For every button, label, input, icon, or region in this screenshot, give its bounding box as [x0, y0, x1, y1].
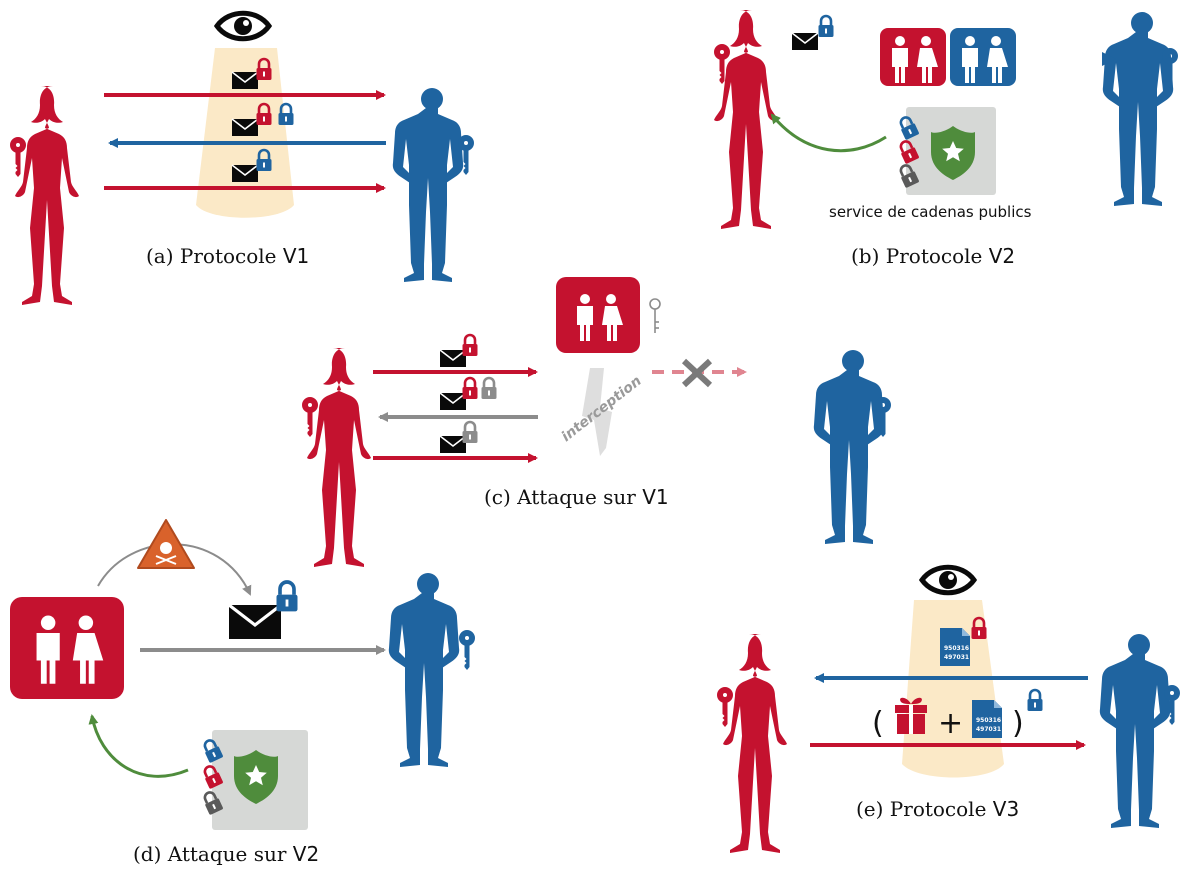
- bob-a: [392, 88, 464, 282]
- caption-d: (d) Attaque sur V2: [133, 842, 320, 866]
- envelope-icon: [231, 164, 259, 183]
- interception-bolt: [582, 368, 612, 456]
- restroom-sign-icon: [10, 597, 124, 699]
- padlock-icon: [1026, 688, 1044, 713]
- padlock-icon: [461, 376, 479, 401]
- panel-a: [10, 13, 474, 305]
- svg-text:497031: 497031: [976, 726, 1001, 733]
- key-icon: [10, 137, 26, 177]
- svg-text:+: +: [938, 706, 963, 741]
- padlock-icon: [274, 580, 300, 614]
- panel-e: 950316 497031 ( + 950316 497031 ): [717, 567, 1180, 853]
- eye-icon: [217, 13, 269, 39]
- panel-d: [10, 519, 475, 830]
- panel-b: [714, 10, 1178, 229]
- key-icon: [649, 298, 661, 333]
- envelope-icon: [227, 603, 283, 641]
- padlock-icon: [277, 102, 295, 127]
- padlock-icon: [480, 376, 498, 401]
- key-icon: [459, 630, 475, 670]
- envelope-icon: [791, 32, 819, 51]
- eye-icon: [922, 567, 974, 593]
- svg-text:(: (: [872, 706, 884, 741]
- man-silhouette: [813, 350, 885, 544]
- envelope-icon: [231, 71, 259, 90]
- man-silhouette: [392, 88, 464, 282]
- panel-c: interception: [302, 277, 891, 567]
- caption-b: (b) Protocole V2: [851, 244, 1016, 268]
- public-lock-service-label: service de cadenas publics: [829, 203, 1032, 221]
- alice-a: [15, 86, 79, 305]
- caption-a: (a) Protocole V1: [146, 244, 310, 268]
- woman-silhouette: [307, 348, 371, 567]
- woman-silhouette: [723, 634, 787, 853]
- padlock-icon: [817, 14, 835, 39]
- woman-silhouette: [714, 10, 778, 229]
- key-icon: [717, 687, 733, 727]
- caption-c: (c) Attaque sur V1: [484, 485, 669, 509]
- svg-text:950316: 950316: [976, 717, 1001, 724]
- restroom-sign-icon: [880, 28, 946, 86]
- woman-silhouette: [15, 86, 79, 305]
- man-silhouette: [388, 573, 460, 767]
- padlock-icon: [461, 420, 479, 445]
- caption-e: (e) Protocole V3: [856, 797, 1020, 821]
- doc-number-bottom: 497031: [944, 654, 969, 661]
- envelope-icon: [439, 435, 467, 454]
- key-icon: [302, 397, 318, 437]
- man-silhouette: [1099, 634, 1171, 828]
- restroom-sign-icon: [950, 28, 1016, 86]
- envelope-icon: [439, 349, 467, 368]
- man-silhouette: [1102, 12, 1174, 206]
- envelope-icon: [439, 392, 467, 411]
- doc-number-top: 950316: [944, 645, 969, 652]
- envelope-icon: [231, 118, 259, 137]
- arrow-b-green: [770, 113, 887, 153]
- cross-icon: [681, 358, 713, 388]
- restroom-sign-icon: [556, 277, 640, 353]
- padlock-icon: [461, 333, 479, 358]
- svg-text:): ): [1012, 706, 1024, 741]
